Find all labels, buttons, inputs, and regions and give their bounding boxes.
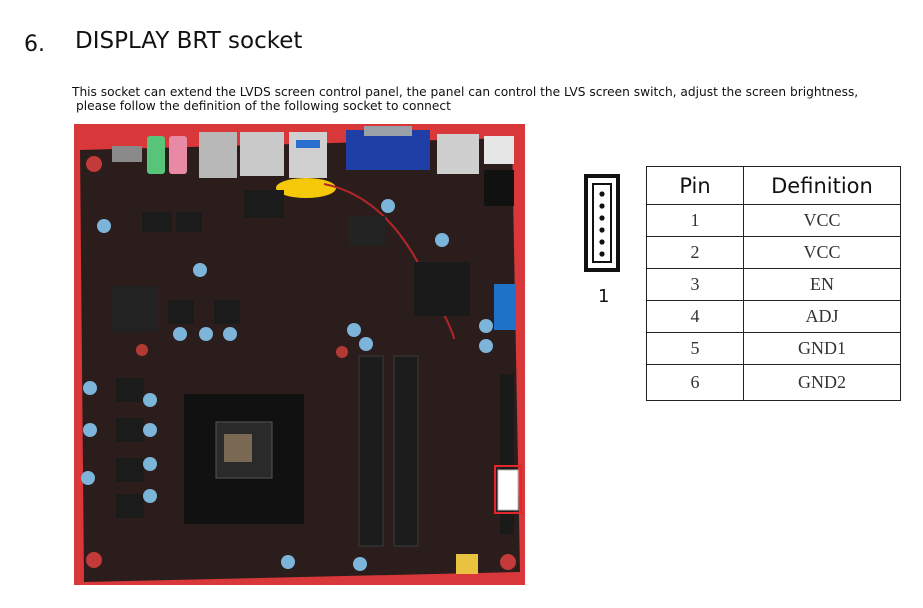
audio-jack-green <box>147 136 165 174</box>
mount-hole <box>86 156 102 172</box>
pin-definition: VCC <box>743 204 901 237</box>
table-row: 2 VCC <box>646 236 901 269</box>
pin-number: 2 <box>646 236 744 269</box>
hdmi-port <box>437 134 479 174</box>
connector-body <box>584 174 620 272</box>
usb-stack <box>199 132 237 178</box>
pin-number: 6 <box>646 364 744 401</box>
capacitors <box>81 199 493 571</box>
mount-hole <box>336 346 348 358</box>
vga-shell <box>364 126 412 136</box>
battery-clip <box>276 178 336 198</box>
table-row: 4 ADJ <box>646 300 901 333</box>
connector-inner <box>592 183 612 263</box>
pin-definition: ADJ <box>743 300 901 333</box>
vga-port <box>346 130 430 170</box>
table-header-row: Pin Definition <box>646 166 901 205</box>
dc-port <box>484 136 514 164</box>
pin-definition-table: Pin Definition 1 VCC 2 VCC 3 EN 4 ADJ 5 … <box>646 166 901 401</box>
connector-pins <box>599 191 605 257</box>
mount-hole <box>86 552 102 568</box>
usb3-tongue <box>296 140 320 148</box>
mount-hole <box>136 344 148 356</box>
mosfet <box>116 418 144 442</box>
header-pin: Pin <box>646 166 744 205</box>
mosfet <box>116 458 144 482</box>
table-row: 6 GND2 <box>646 364 901 401</box>
section-description: This socket can extend the LVDS screen c… <box>72 85 912 113</box>
mosfet <box>168 300 194 324</box>
section-number: 6. <box>24 32 45 57</box>
section-title: DISPLAY BRT socket <box>75 28 303 54</box>
audio-jack-pink <box>169 136 187 174</box>
power-header <box>484 170 514 206</box>
mosfet <box>116 378 144 402</box>
chipset <box>112 286 158 332</box>
description-line-2: please follow the definition of the foll… <box>76 98 451 113</box>
table-row: 1 VCC <box>646 204 901 237</box>
pin-definition: EN <box>743 268 901 301</box>
pin-definition: GND1 <box>743 332 901 365</box>
table-row: 3 EN <box>646 268 901 301</box>
pin-definition: GND2 <box>743 364 901 401</box>
motherboard-photo <box>74 124 525 585</box>
mosfet <box>116 494 144 518</box>
sata-port <box>494 284 516 330</box>
mount-hole <box>500 554 516 570</box>
cpu-socket-center <box>224 434 252 462</box>
display-brt-socket-photo <box>497 469 519 511</box>
m2-slot <box>414 262 470 316</box>
chip <box>244 190 284 218</box>
description-line-1: This socket can extend the LVDS screen c… <box>72 85 859 99</box>
pin-number: 4 <box>646 300 744 333</box>
chip <box>142 212 172 232</box>
bottom-header <box>456 554 478 574</box>
highlight-box <box>494 465 522 514</box>
pin-number: 5 <box>646 332 744 365</box>
pin-number: 3 <box>646 268 744 301</box>
pin-definition: VCC <box>743 236 901 269</box>
dc-jack <box>112 146 142 162</box>
mosfet <box>214 300 240 324</box>
table-row: 5 GND1 <box>646 332 901 365</box>
connector-diagram <box>584 174 620 272</box>
pin1-label: 1 <box>598 286 610 307</box>
chip <box>176 212 202 232</box>
pin-number: 1 <box>646 204 744 237</box>
dimm-slot-2 <box>393 355 419 547</box>
dimm-slot-1 <box>358 355 384 547</box>
lan-port <box>240 132 284 176</box>
chip <box>349 216 385 246</box>
usb3-stack <box>289 132 327 178</box>
header-definition: Definition <box>743 166 901 205</box>
